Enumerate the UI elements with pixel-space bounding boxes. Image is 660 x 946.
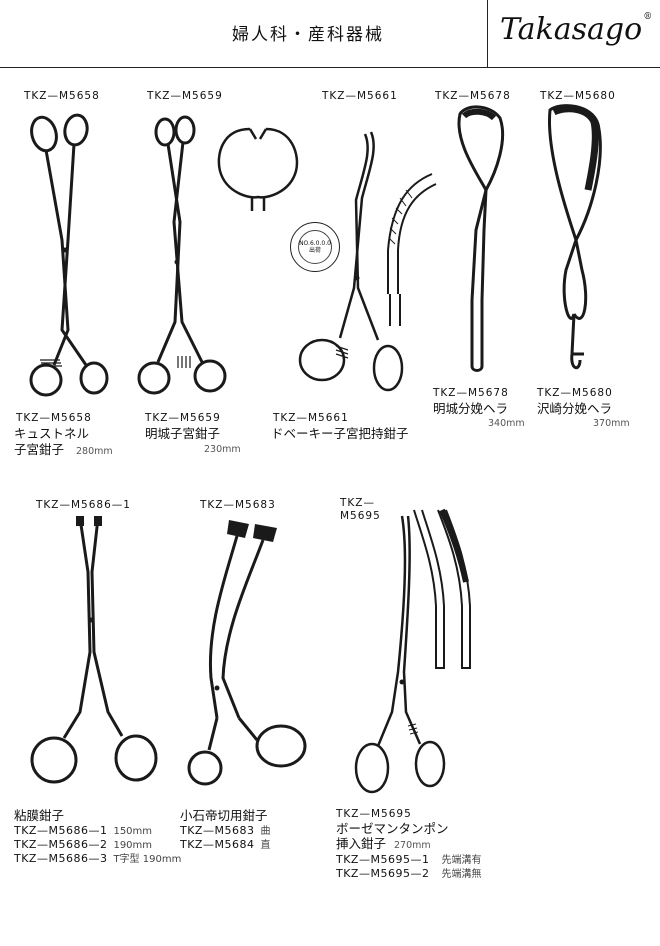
spec-note: 先端溝有 <box>441 855 482 866</box>
spec-row-m5695-1: TKZ—M5695—1 先端溝有 <box>336 853 481 868</box>
kustner-forceps-illustration <box>29 113 109 397</box>
spec-size: 150mm <box>113 826 153 837</box>
spec-code: TKZ—M5686—2 <box>14 838 108 851</box>
spec-note: 先端溝無 <box>441 869 482 880</box>
inspection-stamp-inner <box>298 230 332 264</box>
mucosa-forceps-illustration <box>30 516 158 784</box>
product-code-top-m5680: TKZ—M5680 <box>540 90 616 102</box>
product-code-m5658: TKZ—M5658 <box>16 412 92 424</box>
spec-size: 190mm <box>113 840 153 851</box>
product-code-m5659: TKZ—M5659 <box>145 412 221 424</box>
product-code-top-m5695-line2: M5695 <box>340 510 381 522</box>
product-size-m5659: 230mm <box>204 444 241 455</box>
product-code-m5661: TKZ—M5661 <box>273 412 349 424</box>
spec-row-m5686-3: TKZ—M5686—3 T字型 190mm <box>14 852 181 867</box>
product-code-m5680: TKZ—M5680 <box>537 387 613 399</box>
product-name-m5683: 小石帝切用鉗子 <box>180 808 268 823</box>
product-code-top-m5678: TKZ—M5678 <box>435 90 511 102</box>
inspection-stamp-text: NO.6.0.0.0 出荷 <box>297 240 333 254</box>
product-code-top-m5683: TKZ—M5683 <box>200 499 276 511</box>
product-code-m5695: TKZ—M5695 <box>336 808 412 820</box>
spec-code: TKZ—M5695—2 <box>336 867 430 880</box>
spec-row-m5695-2: TKZ—M5695—2 先端溝無 <box>336 867 481 882</box>
brand-logo: Takasago® <box>500 12 652 47</box>
stamp-subtext: 出荷 <box>308 247 321 254</box>
product-code-top-m5659: TKZ—M5659 <box>147 90 223 102</box>
debakey-jaw-detail-illustration <box>387 173 437 326</box>
product-code-top-m5686: TKZ—M5686—1 <box>36 499 131 511</box>
spec-row-m5684: TKZ—M5684 直 <box>180 838 270 853</box>
spec-type: 曲 <box>260 826 271 837</box>
spec-code: TKZ—M5683 <box>180 824 255 837</box>
product-name-m5678: 明城分娩ヘラ <box>433 401 509 416</box>
meijo-spatula-illustration <box>457 105 505 372</box>
header-divider-line <box>0 67 660 68</box>
product-name-m5658-line2: 子宮鉗子 280mm <box>14 442 113 457</box>
product-code-top-m5661: TKZ—M5661 <box>322 90 398 102</box>
product-name-m5686: 粘膜鉗子 <box>14 808 65 823</box>
ring-tip-detail-illustration <box>217 127 299 211</box>
product-name-m5659: 明城子宮鉗子 <box>145 426 221 441</box>
meijo-uterine-forceps-illustration <box>137 115 227 395</box>
brand-name: Takasago <box>500 12 643 47</box>
product-size-m5695: 270mm <box>394 840 431 851</box>
spec-type: 直 <box>260 840 271 851</box>
stamp-number: NO.6.0.0.0 <box>299 240 331 247</box>
sawazaki-spatula-illustration <box>547 104 602 370</box>
page-title: 婦人科・産科器械 <box>232 25 384 45</box>
bozeman-forceps-illustration <box>354 515 446 794</box>
spec-size: T字型 190mm <box>113 854 182 865</box>
spec-code: TKZ—M5684 <box>180 838 255 851</box>
product-name-m5658-line1: キュストネル <box>14 426 90 441</box>
product-size-m5678: 340mm <box>488 418 525 429</box>
spec-code: TKZ—M5686—1 <box>14 824 108 837</box>
product-size-m5680: 370mm <box>593 418 630 429</box>
product-code-m5678: TKZ—M5678 <box>433 387 509 399</box>
spec-row-m5686-1: TKZ—M5686—1 150mm <box>14 824 152 839</box>
spec-code: TKZ—M5695—1 <box>336 853 430 866</box>
debakey-forceps-illustration <box>298 131 404 392</box>
koishi-cesarean-forceps-illustration <box>187 520 307 786</box>
spec-row-m5686-2: TKZ—M5686—2 190mm <box>14 838 152 853</box>
header-vertical-divider <box>487 0 488 68</box>
product-code-top-m5658: TKZ—M5658 <box>24 90 100 102</box>
registered-mark: ® <box>643 12 653 22</box>
product-name-m5680: 沢崎分娩ヘラ <box>537 401 613 416</box>
inspection-stamp-outer <box>290 222 340 272</box>
product-size-m5658: 280mm <box>76 446 113 457</box>
spec-row-m5683: TKZ—M5683 曲 <box>180 824 270 839</box>
bozeman-tip-detail-illustration <box>413 508 471 669</box>
spec-code: TKZ—M5686—3 <box>14 852 108 865</box>
product-name-m5661: ドベーキー子宮把持鉗子 <box>271 426 409 441</box>
product-name-m5695-line1: ボーゼマンタンポン <box>336 821 449 836</box>
product-code-top-m5695-line1: TKZ— <box>340 497 375 509</box>
